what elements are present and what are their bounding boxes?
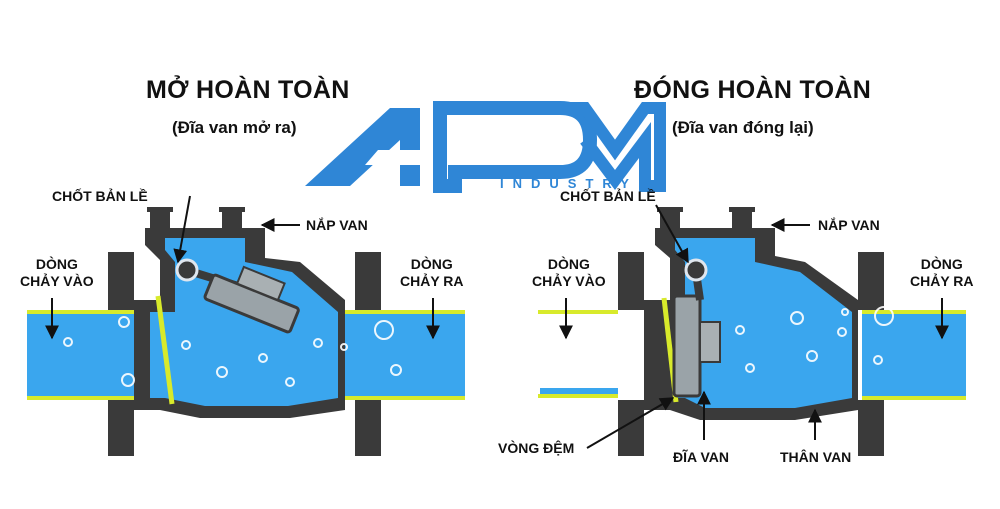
left-inflow-label: DÒNG CHẢY VÀO [20, 256, 94, 290]
right-body-water [675, 238, 852, 408]
left-subtitle: (Đĩa van mở ra) [172, 118, 297, 137]
left-outflow-line1: DÒNG [410, 256, 453, 272]
right-outflow-line2: CHẢY RA [910, 273, 974, 289]
left-hinge-pin-label: CHỐT BẢN LỀ [52, 188, 148, 204]
left-flange-out-bottom [355, 400, 381, 456]
right-inflow-label: DÒNG CHẢY VÀO [532, 256, 606, 290]
left-pipe-outlet [345, 312, 465, 398]
left-inflow-line1: DÒNG [35, 256, 78, 272]
right-valve [538, 207, 966, 456]
right-outflow-line1: DÒNG [920, 256, 963, 272]
left-flange-out-top [355, 252, 381, 310]
right-outflow-label: DÒNG CHẢY RA [910, 256, 974, 290]
logo-subtext: INDUSTRY [500, 176, 638, 191]
right-cover-label: NẮP VAN [818, 217, 880, 233]
left-title: MỞ HOÀN TOÀN [146, 76, 350, 104]
right-inflow-line1: DÒNG [547, 256, 590, 272]
left-body-water [150, 238, 338, 406]
right-disc [672, 294, 702, 398]
left-outflow-line2: CHẢY RA [400, 273, 464, 289]
right-title: ĐÓNG HOÀN TOÀN [634, 76, 872, 104]
right-hinge-pin [684, 258, 708, 282]
right-inflow-line2: CHẢY VÀO [532, 273, 606, 289]
right-body-label: THÂN VAN [780, 449, 852, 465]
right-pipe-outlet [862, 312, 966, 398]
left-outflow-label: DÒNG CHẢY RA [400, 256, 464, 290]
left-seal-ring [155, 295, 175, 405]
right-seal-ring-label: VÒNG ĐỆM [498, 440, 575, 456]
right-disc-label: ĐĨA VAN [673, 449, 729, 465]
right-hinge-pin-label: CHỐT BẢN LỀ [560, 188, 656, 204]
left-flange-in-top [108, 252, 134, 310]
left-hinge-pin [175, 258, 199, 282]
left-valve [27, 207, 465, 456]
adm-logo [305, 101, 666, 193]
left-inflow-line2: CHẢY VÀO [20, 273, 94, 289]
left-flange-in-bottom [108, 400, 134, 456]
right-subtitle: (Đĩa van đóng lại) [672, 118, 814, 137]
left-cover-label: NẮP VAN [306, 217, 368, 233]
